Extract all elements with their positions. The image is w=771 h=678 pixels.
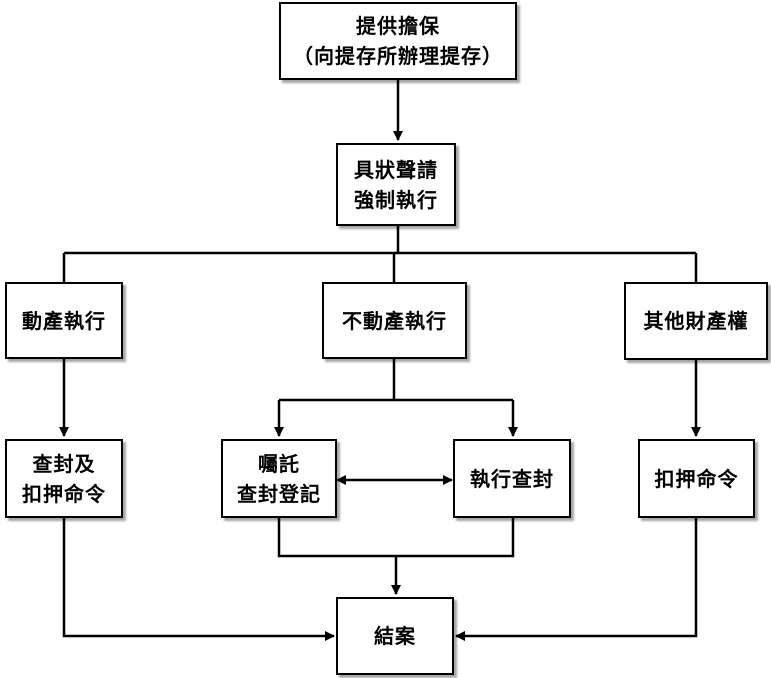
node-garnish-order: 扣押命令 [638,439,755,518]
node-provide-security: 提供擔保 （向提存所辦理提存） [279,2,517,80]
node-label-line: 提供擔保 [356,14,440,38]
node-label-line: 扣押命令 [654,466,739,491]
node-label-line: 執行查封 [470,466,554,491]
node-label-line: 查封登記 [237,481,321,506]
node-label-line: （向提存所辦理提存） [293,44,503,68]
node-label-line: 其他財產權 [643,309,749,333]
node-label-line: 不動產執行 [342,308,447,333]
arrow-seize-to-closed [62,518,335,641]
node-label-line: 強制執行 [354,187,438,212]
node-petition: 具狀聲請強制執行 [336,143,456,226]
node-label-line: 查封及 [32,451,96,476]
node-label-line: 結案 [374,624,416,648]
node-execute-seizure: 執行查封 [453,439,571,518]
node-label-line: 囑託 [258,451,300,476]
node-entrust-registration: 囑託查封登記 [221,439,337,518]
node-immovable-execution: 不動產執行 [322,282,467,359]
node-other-property: 其他財產權 [624,282,768,360]
node-label-line: 動產執行 [22,308,106,333]
node-label-line: 扣押命令 [22,481,106,506]
node-label-line: 具狀聲請 [354,157,438,182]
node-movable-execution: 動產執行 [5,282,123,359]
connector-immovable-merge [277,518,515,558]
node-closed: 結案 [336,597,454,675]
arrow-garnish-to-closed [455,518,698,641]
node-seize-order: 查封及扣押命令 [5,439,123,518]
